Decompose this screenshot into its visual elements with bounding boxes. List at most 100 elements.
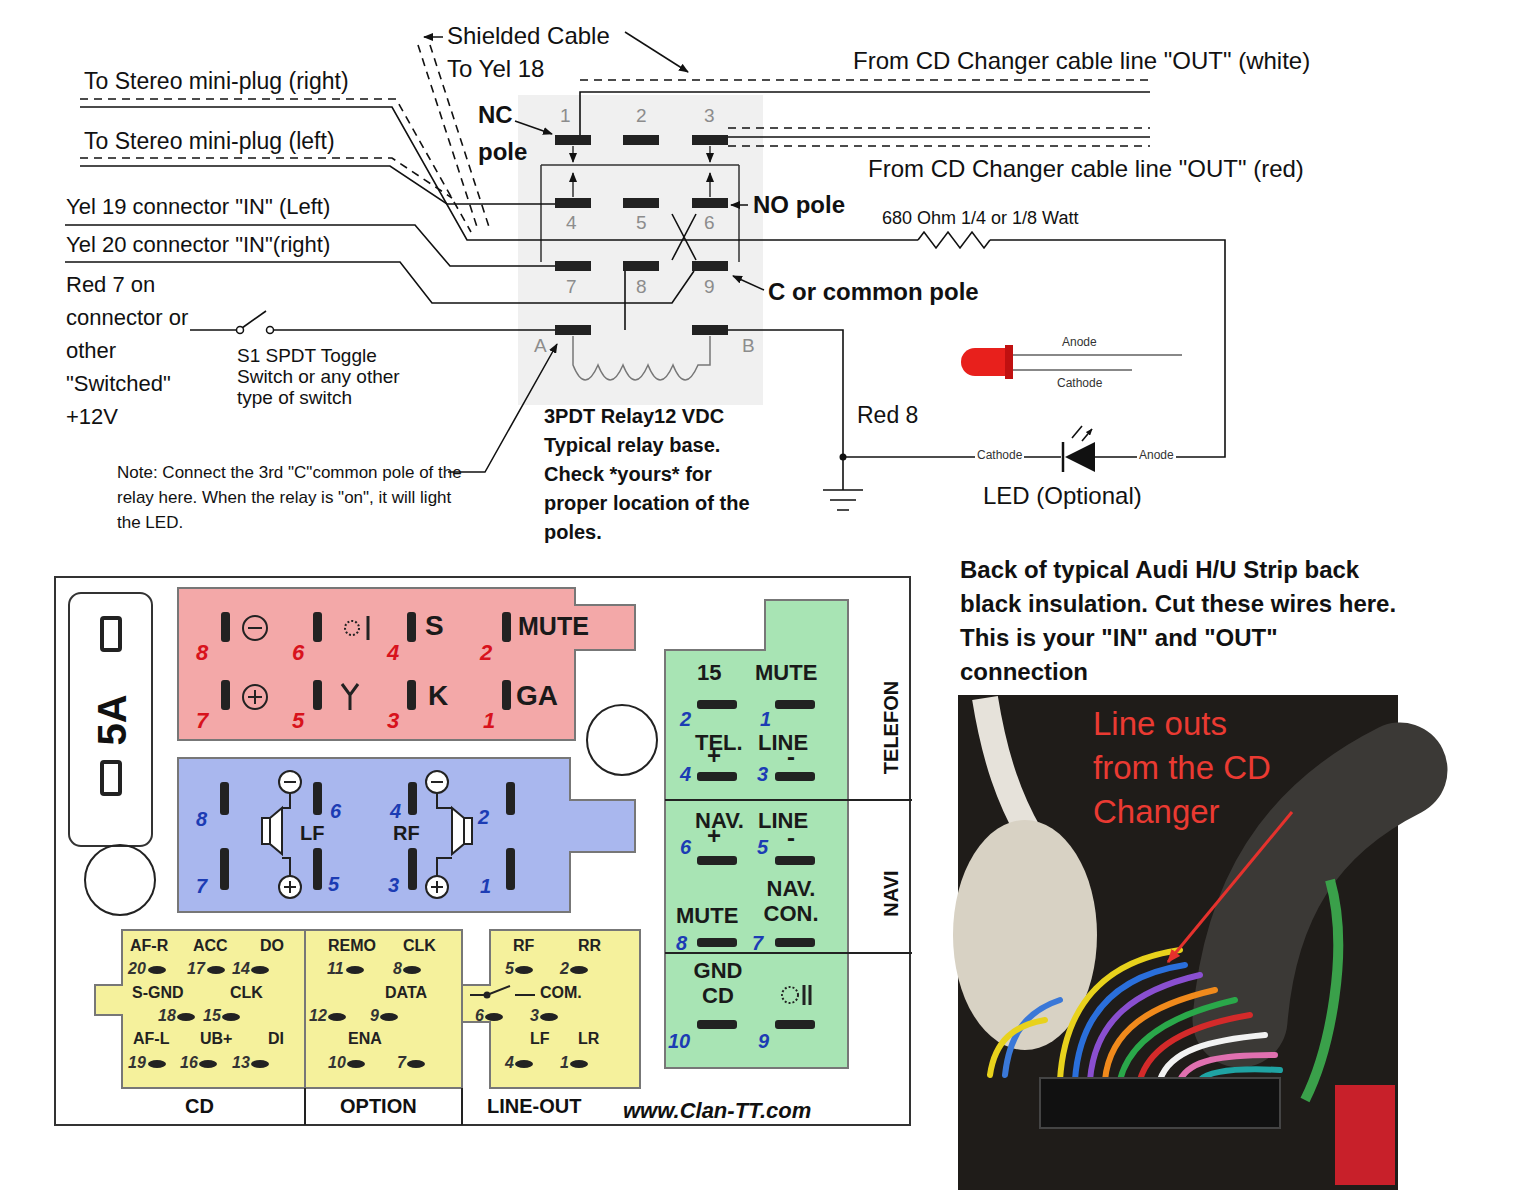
photo-wire xyxy=(1105,990,1215,1080)
text-label: Anode xyxy=(1062,336,1097,350)
text-label: TELEFON xyxy=(880,680,903,773)
leader-lines xyxy=(424,32,764,472)
pin-number: 11 xyxy=(327,960,344,978)
terminal-pin xyxy=(313,782,322,815)
pin-number: 8 xyxy=(196,808,207,831)
leader-arrow xyxy=(515,121,552,134)
text-label: Yel 19 connector "IN" (Left) xyxy=(66,194,330,219)
antenna-icon xyxy=(342,684,358,710)
photo-red-connector xyxy=(1335,1085,1395,1185)
terminal-pin xyxy=(177,1013,195,1021)
speaker-wires xyxy=(437,793,452,876)
text-label: C or common pole xyxy=(768,278,979,306)
pin-number: 7 xyxy=(566,276,577,298)
text-label: AF-R xyxy=(130,937,168,955)
pin-number: 2 xyxy=(560,960,569,978)
terminal-pin xyxy=(502,680,511,710)
relay-base: 123456789AB xyxy=(518,95,763,405)
signal-wire xyxy=(80,107,918,240)
terminal-pin xyxy=(775,772,815,781)
mount-hole xyxy=(85,845,155,915)
text-label: AF-L xyxy=(133,1030,169,1048)
text-label: Back of typical Audi H/U Strip back blac… xyxy=(960,553,1410,689)
shape-fill xyxy=(178,758,635,912)
pin-number: 4 xyxy=(680,763,691,786)
terminal-pin xyxy=(313,848,322,890)
minus-symbol xyxy=(284,781,296,783)
text-label: + xyxy=(707,742,721,770)
photo-wire xyxy=(1200,1069,1280,1080)
text-label: CD xyxy=(185,1095,214,1118)
relay-pin xyxy=(692,198,728,208)
text-label: DI xyxy=(268,1030,284,1048)
plus-symbol xyxy=(248,690,262,704)
shield-wire xyxy=(728,145,1150,147)
relay-coil xyxy=(573,336,710,380)
shape-fill xyxy=(178,588,635,740)
pin-number: 15 xyxy=(203,1007,221,1025)
terminal-pin xyxy=(380,1013,398,1021)
photo-cable xyxy=(985,698,1030,835)
pin-number: 5 xyxy=(292,708,304,733)
option-block: REMOCLK118DATA129ENA107OPTION xyxy=(305,930,462,1125)
pin-number: 9 xyxy=(704,276,715,298)
section-divider xyxy=(665,800,912,953)
switch-symbol xyxy=(485,993,490,998)
text-label: Note: Connect the 3rd "C"common pole of … xyxy=(117,460,467,535)
ground-block: GND CD109 xyxy=(665,953,848,1068)
shield-wire xyxy=(728,127,1150,129)
pin-number: 18 xyxy=(158,1007,176,1025)
telefon-block: 15MUTE21TEL.LINE4+3-TELEFON xyxy=(665,600,910,800)
pin-number: 2 xyxy=(478,806,489,829)
speaker-icon xyxy=(464,818,472,844)
fuse-box: 5A xyxy=(68,592,153,847)
plus-symbol xyxy=(279,876,301,898)
pin-number: 7 xyxy=(196,875,207,898)
led-cathode-bar xyxy=(1062,442,1065,472)
text-label: OPTION xyxy=(340,1095,417,1118)
pin-number: 8 xyxy=(676,932,687,955)
pin-number: 14 xyxy=(232,960,250,978)
terminal-pin xyxy=(570,1060,588,1068)
text-label: RR xyxy=(578,937,601,955)
photo-wire xyxy=(1120,1000,1235,1080)
photo-wire xyxy=(1180,1055,1275,1080)
text-label: NO pole xyxy=(753,191,845,219)
led-symbol xyxy=(1065,442,1095,472)
terminal-pin xyxy=(506,782,515,815)
text-label: Red 8 xyxy=(857,402,918,428)
pin-number: 4 xyxy=(566,212,577,234)
signal-wire xyxy=(728,136,1150,138)
pin-number: 2 xyxy=(636,105,647,127)
pin-number: 3 xyxy=(704,105,715,127)
text-label: LED (Optional) xyxy=(983,482,1142,510)
text-label: DATA xyxy=(385,984,427,1002)
terminal-pin xyxy=(515,1060,533,1068)
pin-number: 6 xyxy=(680,836,691,859)
text-label: Shielded Cable xyxy=(447,22,610,50)
speaker-icon xyxy=(270,808,282,854)
text-label: Anode xyxy=(1137,449,1176,463)
text-label: + xyxy=(707,822,721,850)
photo-wires xyxy=(990,950,1280,1080)
connector-decor xyxy=(85,616,912,1125)
switch-symbol xyxy=(470,986,535,995)
relay-pin xyxy=(555,198,591,208)
pin-number: 12 xyxy=(309,1007,327,1025)
photo-wire xyxy=(1140,1015,1250,1080)
shape-fill xyxy=(665,800,848,953)
crossing-wires xyxy=(672,214,696,260)
shape-fill xyxy=(518,95,763,405)
photo-insulation xyxy=(953,820,1097,1050)
led-flange xyxy=(1005,345,1013,379)
pin-number: 5 xyxy=(757,836,768,859)
terminal-pin xyxy=(403,966,421,974)
text-label: To Stereo mini-plug (right) xyxy=(84,68,349,94)
text-label: NAV. CON. xyxy=(755,876,827,927)
leader-arrow xyxy=(448,344,557,472)
terminal-pin xyxy=(775,1020,815,1029)
text-label: RF xyxy=(513,937,534,955)
led-dome xyxy=(961,348,1010,376)
shield-wire xyxy=(80,158,452,198)
terminal-pin xyxy=(347,1060,365,1068)
